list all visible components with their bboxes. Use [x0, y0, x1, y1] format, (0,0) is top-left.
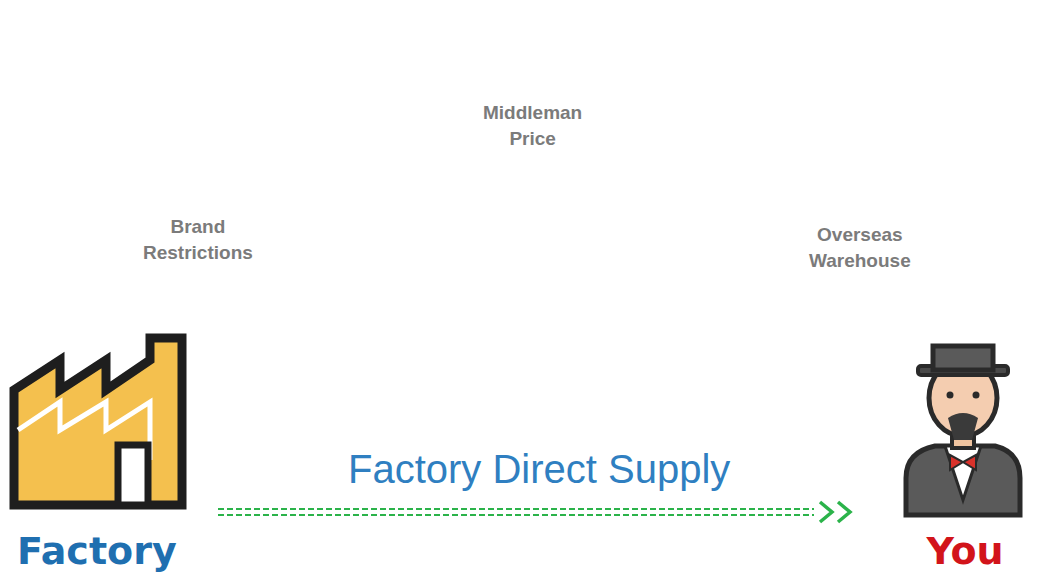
shop-body	[822, 172, 882, 214]
crown-base	[172, 203, 228, 210]
middleman-head	[511, 33, 539, 61]
factory-node: Factory	[8, 330, 218, 575]
factory-label: Factory	[17, 529, 177, 573]
arch-label: Brand Restrictions	[143, 214, 253, 266]
factory-icon	[14, 338, 182, 505]
shop-awning	[818, 150, 886, 168]
label-holder: Overseas Warehouse	[809, 222, 911, 274]
you-node: You	[860, 330, 1050, 575]
crown-icon	[168, 155, 232, 200]
arch-band-fill	[0, 2, 1060, 470]
edge-label: Factory Direct Supply	[344, 446, 734, 492]
label-holder: Brand Restrictions	[143, 214, 253, 266]
middleman-body	[500, 62, 550, 88]
label-holder: Middleman Price	[483, 100, 582, 152]
megaphone-badge	[542, 62, 570, 90]
person-icon	[906, 346, 1020, 515]
arch-label: Overseas Warehouse	[809, 222, 911, 274]
arch-icons	[163, 33, 888, 217]
you-label: You	[926, 529, 1003, 573]
label-holder: Factory Direct Supply	[344, 446, 734, 492]
arch-label: Middleman Price	[483, 100, 582, 152]
dashed-arrow	[218, 502, 850, 522]
